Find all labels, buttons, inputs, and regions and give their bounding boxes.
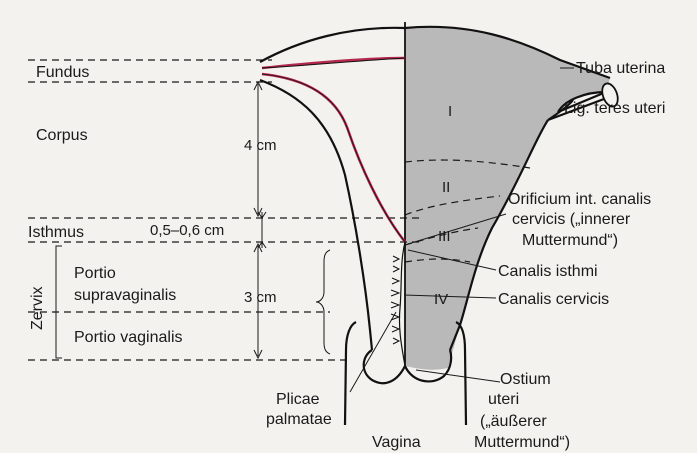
label-ostium-3: („äußerer	[480, 413, 547, 430]
portio-left	[364, 350, 405, 383]
label-orificium-1: Orificium int. canalis	[508, 191, 651, 208]
label-lig-teres: Lig. teres uteri	[564, 100, 665, 117]
segment-II: II	[442, 179, 450, 196]
label-corpus: Corpus	[36, 127, 88, 144]
zervix-brace	[56, 246, 62, 358]
label-orificium-2: cervicis („innerer	[512, 211, 631, 228]
leader-ostium	[416, 370, 500, 382]
label-ostium-2: uteri	[488, 391, 519, 408]
plicae-palmatae-folds	[391, 256, 399, 344]
label-zervix: Zervix	[29, 286, 46, 330]
label-portio-vaginalis: Portio vaginalis	[74, 329, 183, 346]
label-vagina: Vagina	[372, 434, 421, 451]
label-canalis-isthmi: Canalis isthmi	[498, 263, 598, 280]
label-plicae-2: palmatae	[266, 411, 332, 428]
label-fundus: Fundus	[36, 64, 89, 81]
label-ostium-4: Muttermund“)	[474, 434, 570, 451]
vagina-wall-left	[345, 322, 356, 425]
label-plicae-1: Plicae	[276, 391, 320, 408]
segment-III: III	[438, 228, 451, 245]
measure-corpus: 4 cm	[244, 137, 277, 154]
measure-cervix: 3 cm	[244, 289, 277, 306]
uterus-left-outline	[260, 80, 372, 350]
label-ostium-1: Ostium	[500, 371, 551, 388]
segment-IV: IV	[434, 291, 448, 308]
label-orificium-3: Muttermund“)	[522, 232, 618, 249]
label-canalis-cervicis: Canalis cervicis	[498, 291, 609, 308]
label-portio-supra-1: Portio	[74, 265, 116, 282]
label-portio-supra-2: supravaginalis	[74, 287, 176, 304]
vagina-wall-right	[456, 322, 466, 425]
segment-I: I	[448, 103, 452, 120]
label-tuba: Tuba uterina	[576, 60, 665, 77]
measure-isthmus: 0,5–0,6 cm	[150, 222, 224, 239]
cavity-lower-edge	[262, 74, 405, 242]
cervix-brace	[316, 250, 330, 354]
label-isthmus: Isthmus	[28, 224, 84, 241]
